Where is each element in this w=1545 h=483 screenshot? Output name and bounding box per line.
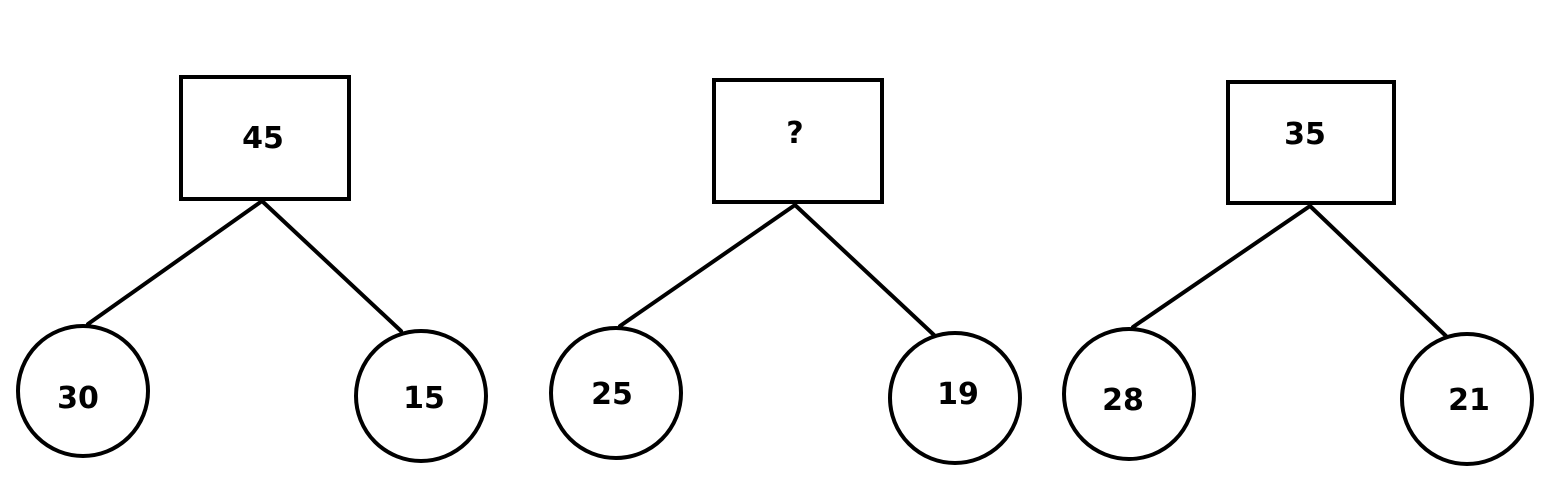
tree-1-left-edge [86,199,264,326]
tree-2-left-edge [618,203,797,328]
tree-1-top-value: 45 [242,121,284,156]
tree-3-left-edge [1131,204,1312,329]
tree-2: ? 25 19 [549,78,1022,465]
tree-2-top-value: ? [786,116,803,151]
tree-1: 45 30 15 [16,75,488,463]
tree-1-top-box [179,75,351,201]
tree-3-left-value: 28 [1102,383,1144,418]
tree-3-right-edge [1308,204,1448,338]
tree-1-left-value: 30 [57,381,99,416]
tree-2-left-circle [549,326,683,460]
tree-3-right-value: 21 [1448,383,1490,418]
tree-1-right-edge [260,199,403,333]
tree-3-right-circle [1400,332,1534,466]
tree-2-top-box [712,78,884,204]
tree-1-right-value: 15 [403,381,445,416]
tree-3: 35 28 21 [1062,80,1534,466]
tree-3-left-circle [1062,327,1196,461]
tree-3-top-value: 35 [1284,117,1326,152]
tree-2-right-edge [793,203,936,337]
tree-2-left-value: 25 [591,377,633,412]
tree-1-left-circle [16,324,150,458]
tree-1-right-circle [354,329,488,463]
tree-2-right-value: 19 [937,377,979,412]
tree-2-right-circle [888,331,1022,465]
tree-3-top-box [1226,80,1396,205]
